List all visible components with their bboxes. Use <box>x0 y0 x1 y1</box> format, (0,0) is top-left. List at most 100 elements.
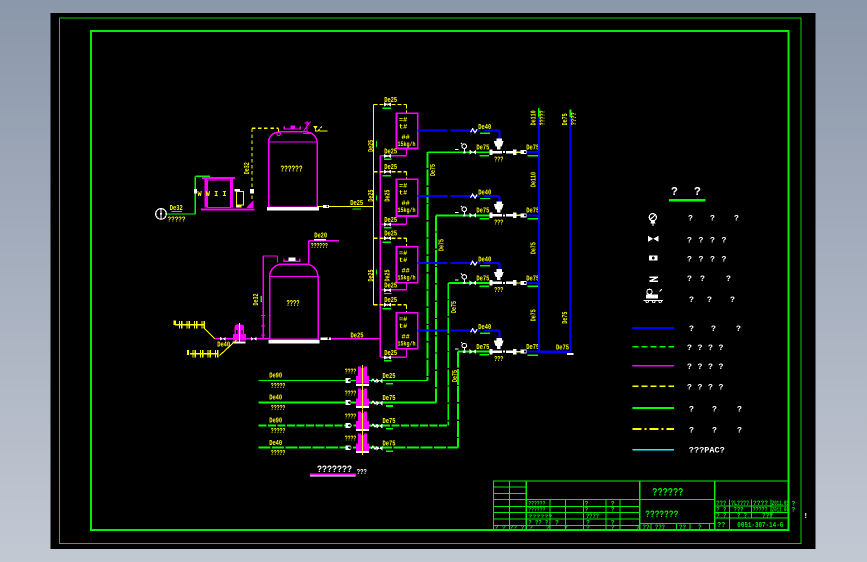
svg-text:???: ??? <box>494 220 503 228</box>
svg-text:?????: ????? <box>168 216 186 224</box>
svg-text:????: ???? <box>571 112 579 125</box>
svg-text:De40: De40 <box>478 257 491 265</box>
svg-text:De75: De75 <box>476 208 489 216</box>
svg-text:?: ? <box>689 296 694 305</box>
svg-text:?: ? <box>712 405 717 414</box>
svg-text:2011.05: 2011.05 <box>772 500 789 507</box>
svg-text:?: ? <box>636 525 640 532</box>
svg-text:!: ! <box>804 513 809 521</box>
svg-text:?: ? <box>726 275 731 284</box>
svg-text:???: ??? <box>762 512 773 519</box>
svg-text:De90: De90 <box>269 418 282 426</box>
svg-text:???: ??? <box>494 287 503 295</box>
svg-text:?: ? <box>698 524 702 531</box>
svg-text:????: ???? <box>345 436 357 444</box>
svg-text:De25: De25 <box>368 140 376 152</box>
svg-text:?: ? <box>688 214 693 223</box>
svg-text:De25: De25 <box>368 269 376 281</box>
svg-text:t#: t# <box>399 190 407 198</box>
svg-text:?: ? <box>719 384 724 393</box>
svg-text:?: ? <box>546 525 550 532</box>
svg-text:?: ? <box>611 500 615 507</box>
svg-text:De75: De75 <box>526 145 539 153</box>
svg-text:?: ? <box>586 520 590 527</box>
svg-text:??????: ?????? <box>528 507 545 514</box>
svg-text:?: ? <box>555 520 559 527</box>
svg-text:De75: De75 <box>556 345 569 353</box>
svg-text:De110: De110 <box>530 172 538 187</box>
svg-text:?: ? <box>586 525 590 532</box>
svg-text:?: ? <box>708 384 713 393</box>
svg-text:De25: De25 <box>351 332 364 340</box>
svg-text:?: ? <box>699 236 704 245</box>
svg-text:2011.06: 2011.06 <box>772 506 789 513</box>
svg-text:De75: De75 <box>526 344 539 352</box>
svg-text:??????: ?????? <box>281 164 303 175</box>
svg-text:???: ??? <box>734 506 744 513</box>
svg-text:W W I I: W W I I <box>198 191 227 199</box>
svg-text:0051-307-14-6: 0051-307-14-6 <box>737 522 783 530</box>
svg-text:De75: De75 <box>383 395 396 403</box>
svg-text:15kg/h: 15kg/h <box>398 207 416 214</box>
svg-text:De75: De75 <box>476 275 489 283</box>
svg-text:??????: ?????? <box>652 487 683 499</box>
svg-text:??: ?? <box>679 524 686 531</box>
svg-text:De25: De25 <box>384 97 397 105</box>
svg-text:De40: De40 <box>478 189 491 197</box>
svg-text:?: ? <box>698 384 703 393</box>
svg-text:?: ? <box>707 296 712 305</box>
svg-text:??????: ?????? <box>311 243 328 251</box>
svg-text:De25: De25 <box>384 164 397 172</box>
svg-text:?: ? <box>687 384 692 393</box>
svg-text:?: ? <box>698 344 703 353</box>
svg-text:?L????: ?L???? <box>731 500 749 507</box>
svg-text:???: ??? <box>494 157 503 165</box>
svg-text:De75: De75 <box>530 309 538 321</box>
svg-text:De75: De75 <box>526 208 539 216</box>
svg-text:De32: De32 <box>170 205 183 213</box>
svg-text:? ? ?? ?: ? ? ?? ? <box>495 525 525 532</box>
svg-text:De75: De75 <box>562 113 570 125</box>
svg-text:De25: De25 <box>384 149 397 157</box>
svg-text:?: ? <box>564 525 568 532</box>
svg-text:?: ? <box>611 525 615 532</box>
svg-text:??: ?? <box>643 524 650 531</box>
svg-text:##: ## <box>402 334 410 342</box>
svg-text:?: ? <box>736 325 741 334</box>
svg-text:De40: De40 <box>269 395 282 403</box>
svg-text:t#: t# <box>399 323 407 331</box>
svg-text:=#: =# <box>399 183 407 191</box>
svg-text:?: ? <box>792 507 796 514</box>
svg-text:?: ? <box>722 236 727 245</box>
svg-text:?: ? <box>585 507 589 514</box>
svg-text:???PAC?: ???PAC? <box>689 446 725 455</box>
svg-text:????: ???? <box>345 368 357 376</box>
svg-text:??????: ?????? <box>528 500 545 507</box>
svg-text:???: ??? <box>655 524 665 531</box>
svg-text:?: ? <box>719 363 724 372</box>
svg-text:????: ???? <box>345 414 357 422</box>
svg-text:????: ???? <box>753 500 768 507</box>
svg-text:?: ? <box>699 255 704 264</box>
svg-text:De75: De75 <box>451 301 459 313</box>
svg-text:? ?? ?: ? ?? ? <box>528 520 548 527</box>
svg-text:De25: De25 <box>384 217 397 225</box>
svg-text:?: ? <box>710 236 715 245</box>
svg-text:De25: De25 <box>384 231 397 239</box>
svg-text:?????: ????? <box>540 110 548 125</box>
svg-text:?: ? <box>689 325 694 334</box>
svg-text:=#: =# <box>399 250 407 258</box>
svg-text:?????: ????? <box>271 405 286 413</box>
svg-text:De75: De75 <box>452 370 460 382</box>
svg-text:?: ? <box>671 186 678 199</box>
svg-text:De25: De25 <box>384 283 397 291</box>
svg-text:? ?: ? ? <box>737 512 747 519</box>
svg-text:De40: De40 <box>478 324 491 332</box>
svg-text:?: ? <box>737 405 742 414</box>
svg-text:??????: ?????? <box>528 513 553 520</box>
svg-text:De25: De25 <box>384 297 397 305</box>
svg-text:?: ? <box>737 426 742 435</box>
svg-text:De25: De25 <box>384 350 397 358</box>
svg-text:?: ? <box>708 363 713 372</box>
svg-text:????: ???? <box>287 298 300 309</box>
